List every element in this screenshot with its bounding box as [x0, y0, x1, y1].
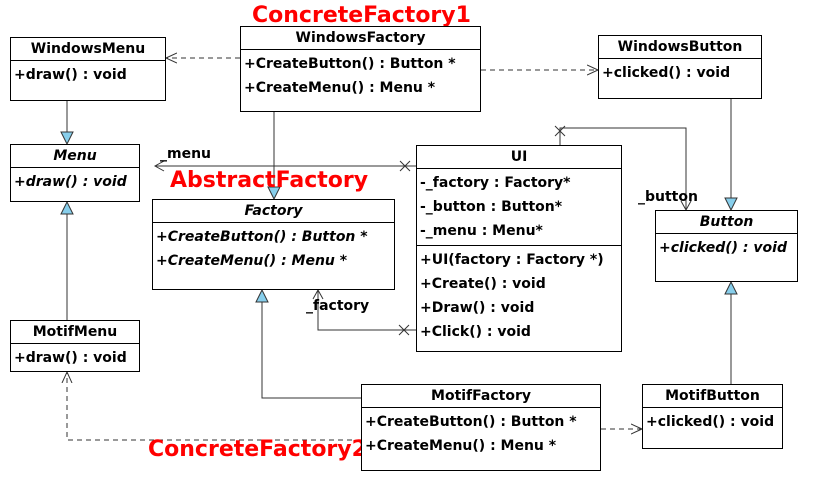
operation: +clicked() : void [646, 414, 775, 430]
operations: +CreateButton() : Button * +CreateMenu()… [362, 408, 600, 460]
operation: +Create() : void [420, 276, 546, 292]
attribute: -_button : Button* [420, 199, 563, 215]
role-label-menu: _menu [160, 146, 212, 162]
operations: +draw() : void [11, 168, 139, 196]
dependency-motiffactory-motifmenu [67, 372, 361, 441]
generalization-arrow-menu-bottom [60, 200, 74, 215]
operation: +CreateButton() : Button * [365, 414, 577, 430]
class-name: UI [417, 146, 621, 169]
class-name: WindowsMenu [11, 38, 165, 61]
class-name: WindowsButton [599, 36, 761, 59]
class-windows-factory[interactable]: WindowsFactory +CreateButton() : Button … [240, 26, 481, 112]
class-name: Menu [11, 145, 139, 168]
attribute: -_factory : Factory* [420, 175, 571, 191]
association-ui-factory [317, 290, 416, 331]
operations: +clicked() : void [656, 234, 797, 262]
operations: +UI(factory : Factory *) +Create() : voi… [417, 246, 621, 346]
class-name: Button [656, 211, 797, 234]
generalization-arrow-menu-top [60, 131, 74, 146]
operation: +Click() : void [420, 324, 531, 340]
class-name: WindowsFactory [241, 27, 480, 50]
operation: +CreateMenu() : Menu * [156, 253, 348, 269]
operation: +draw() : void [14, 67, 127, 83]
role-label-button: _button [638, 189, 698, 205]
attribute: -_menu : Menu* [420, 223, 543, 239]
operation: +draw() : void [14, 174, 127, 190]
class-motif-factory[interactable]: MotifFactory +CreateButton() : Button * … [361, 384, 601, 471]
operations: +draw() : void [11, 344, 139, 372]
generalization-arrow-button-bottom [724, 280, 738, 295]
class-name: MotifMenu [11, 321, 139, 344]
annotation-concrete-factory-2: ConcreteFactory2 [148, 437, 367, 462]
generalization-arrow-factory-top [267, 186, 281, 201]
operations: +clicked() : void [599, 59, 761, 87]
class-button[interactable]: Button +clicked() : void [655, 210, 798, 282]
annotation-abstract-factory: AbstractFactory [170, 168, 369, 193]
operations: +clicked() : void [643, 408, 782, 436]
operations: +CreateButton() : Button * +CreateMenu()… [241, 50, 480, 102]
class-factory[interactable]: Factory +CreateButton() : Button * +Crea… [152, 199, 395, 290]
operation: +Draw() : void [420, 300, 535, 316]
class-ui[interactable]: UI -_factory : Factory* -_button : Butto… [416, 145, 622, 352]
class-name: MotifFactory [362, 385, 600, 408]
operation: +CreateMenu() : Menu * [365, 438, 557, 454]
operation: +clicked() : void [602, 65, 731, 81]
role-label-factory: _factory [306, 298, 370, 314]
association-ui-button [559, 127, 687, 210]
class-motif-button[interactable]: MotifButton +clicked() : void [642, 384, 783, 449]
operation: +CreateMenu() : Menu * [244, 80, 436, 96]
operations: +draw() : void [11, 61, 165, 89]
class-windows-menu[interactable]: WindowsMenu +draw() : void [10, 37, 166, 101]
class-motif-menu[interactable]: MotifMenu +draw() : void [10, 320, 140, 372]
generalization-motiffactory-factory [261, 302, 361, 399]
annotation-concrete-factory-1: ConcreteFactory1 [252, 3, 471, 28]
class-windows-button[interactable]: WindowsButton +clicked() : void [598, 35, 762, 99]
operation: +CreateButton() : Button * [156, 229, 368, 245]
operations: +CreateButton() : Button * +CreateMenu()… [153, 223, 394, 275]
operation: +UI(factory : Factory *) [420, 252, 604, 268]
attributes: -_factory : Factory* -_button : Button* … [417, 169, 621, 246]
operation: +clicked() : void [659, 240, 787, 256]
class-name: Factory [153, 200, 394, 223]
class-name: MotifButton [643, 385, 782, 408]
operation: +CreateButton() : Button * [244, 56, 456, 72]
operation: +draw() : void [14, 350, 127, 366]
generalization-arrow-factory-bottom [255, 288, 269, 303]
class-menu[interactable]: Menu +draw() : void [10, 144, 140, 202]
generalization-arrow-button-top [724, 197, 738, 212]
